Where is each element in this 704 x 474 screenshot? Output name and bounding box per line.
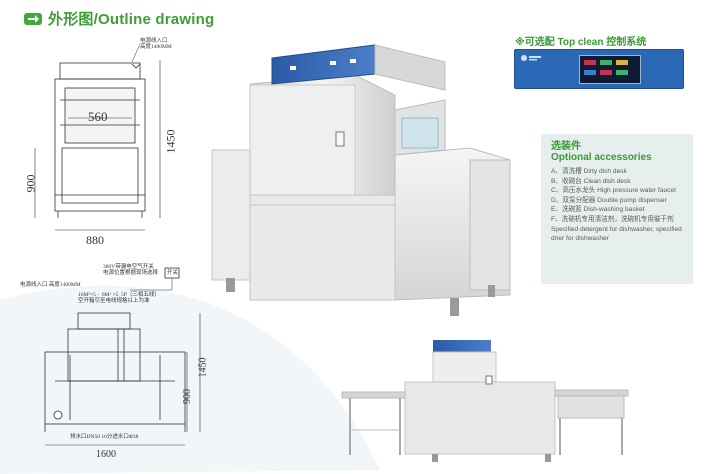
- control-screen: [579, 55, 641, 84]
- side-total-width: 1600: [96, 449, 116, 460]
- accessories-title-en: Optional accessories: [551, 152, 652, 163]
- side-switch-tag: 开关: [167, 270, 179, 276]
- accessories-box: [541, 134, 693, 284]
- front-inner-width: 560: [88, 109, 108, 124]
- list-item: B、收碗台 Clean dish desk: [551, 177, 631, 185]
- background-wash: [0, 285, 380, 474]
- brand-logo-icon: [520, 54, 552, 64]
- side-view-drawing: [44, 267, 201, 446]
- accessories-title: 选装件 Optional accessories: [551, 141, 652, 163]
- front-power-note: 电源线入口 高度1400MM: [140, 38, 172, 50]
- side-drain-note: 排水口DN50 16分进水口Φ38: [70, 434, 139, 440]
- side-power-note: 电源线入口 高度1400MM: [20, 282, 81, 288]
- section-header: 外形图/Outline drawing: [24, 8, 214, 29]
- front-table-height: 900: [23, 174, 38, 193]
- side-switch-note: 380V带漏电空气开关 电源位置根据现场选择: [103, 264, 159, 276]
- accessories-title-cn: 选装件: [551, 141, 581, 152]
- side-table-height: 900: [182, 389, 193, 404]
- accessories-list: A、清洗槽 Dirty dish desk B、收碗台 Clean dish d…: [551, 167, 689, 244]
- list-item: A、清洗槽 Dirty dish desk: [551, 168, 627, 175]
- top-clean-title: ※可选配 Top clean 控制系统: [515, 37, 647, 48]
- side-cable-note: 16M²×5 - 6M² ×5 5P（三相五线） 空开箱引至电线规格以上为准: [78, 292, 160, 304]
- front-total-height: 1450: [163, 129, 178, 154]
- front-view-drawing: [34, 60, 161, 231]
- front-total-width: 880: [86, 233, 104, 247]
- list-item: C、高压水龙头 High pressure water faucet: [551, 187, 676, 195]
- machine-render: [211, 44, 511, 316]
- page-title: 外形图/Outline drawing: [48, 11, 215, 28]
- side-total-height: 1450: [197, 357, 209, 378]
- list-item: E、洗碗篮 Dish-washing basket: [551, 206, 645, 214]
- top-clean-control-panel: [514, 49, 684, 89]
- list-item: F、洗碗机专用清洁剂，洗碗机专用催干剂 Specified detergent …: [551, 215, 684, 243]
- list-item: D、双泵分配器 Double pump dispenser: [551, 196, 667, 204]
- machine-with-tables-render: [341, 340, 629, 462]
- arrow-right-icon: [24, 12, 42, 25]
